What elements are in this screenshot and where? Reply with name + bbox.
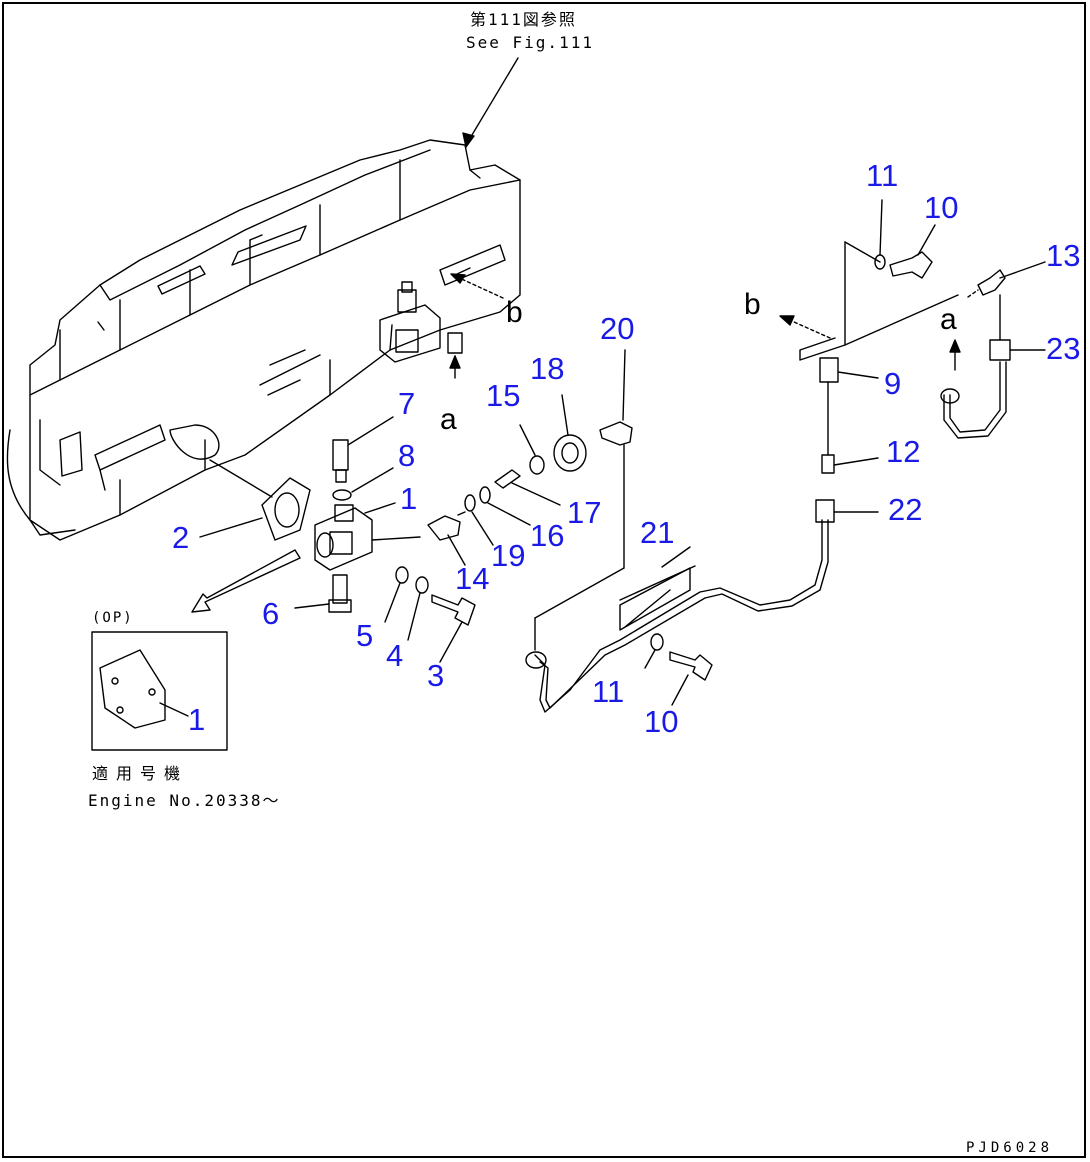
nut-part-18 (554, 395, 586, 471)
nut-part-22 (816, 500, 878, 522)
elbow-part-13 (968, 262, 1045, 297)
view-label-b-right: b (744, 288, 761, 321)
callout-6: 6 (262, 596, 280, 631)
bracket-part-9 (800, 242, 958, 455)
bolt-part-3 (432, 595, 475, 662)
washer-part-5 (385, 567, 408, 622)
elbow-part-20 (600, 350, 632, 568)
callout-18: 18 (530, 351, 565, 386)
view-label-a-main: a (440, 403, 457, 436)
plug-part-14 (428, 512, 465, 565)
washer-part-11-lower (645, 634, 663, 668)
tube-part-21 (526, 520, 828, 712)
ring-part-16 (480, 487, 530, 525)
inset-tag: (OP) (92, 610, 134, 626)
callout-10-lower: 10 (644, 704, 679, 739)
hose-line (941, 362, 1006, 438)
sensor-part-7 (333, 417, 393, 482)
fig-reference-en: See Fig.111 (466, 33, 594, 52)
view-label-b-main: b (506, 296, 523, 329)
callout-20: 20 (600, 311, 635, 346)
washer-part-15 (520, 425, 544, 474)
applicability-en: Engine No.20338〜 (88, 791, 281, 810)
callout-7: 7 (398, 386, 416, 421)
gasket-part-2 (200, 460, 310, 540)
callout-5: 5 (356, 618, 374, 653)
arrow-a-right (950, 340, 960, 370)
o-ring-part-19 (465, 495, 493, 545)
callout-11-lower: 11 (592, 674, 625, 709)
applicability-jp: 適用号機 (92, 764, 189, 783)
callout-22: 22 (888, 492, 923, 527)
o-ring-part-8 (333, 468, 393, 500)
callout-9: 9 (884, 366, 902, 401)
drawing-code: PJD6028 (966, 1140, 1054, 1156)
callout-21: 21 (640, 515, 675, 550)
valve-body-part-1 (315, 503, 420, 570)
arrow-b-right (780, 316, 830, 338)
fitting-part-12 (822, 455, 878, 473)
washer-part-11-upper (875, 200, 885, 269)
callout-12: 12 (886, 434, 921, 469)
hose-nut-part-23 (990, 295, 1045, 360)
callout-10-upper: 10 (924, 190, 959, 225)
arrow-b-block (451, 274, 503, 298)
callout-17: 17 (567, 495, 602, 530)
sleeve-part-17 (495, 470, 560, 505)
callout-2: 2 (172, 520, 190, 555)
engine-block (7, 140, 520, 540)
view-label-a-right: a (940, 303, 957, 336)
callout-1: 1 (400, 481, 418, 516)
bolt-part-6 (295, 575, 351, 612)
bolt-part-10-lower (670, 652, 712, 705)
inset-arrow (192, 550, 300, 612)
mounted-valve-assy (380, 282, 462, 378)
callout-23: 23 (1046, 331, 1081, 366)
callout-3: 3 (427, 658, 445, 693)
callout-15: 15 (486, 378, 521, 413)
callout-4: 4 (386, 638, 404, 673)
bolt-part-10-upper (890, 225, 935, 278)
washer-part-4 (408, 577, 428, 640)
inset-callout-1: 1 (188, 702, 206, 737)
callout-16: 16 (530, 518, 565, 553)
callout-19: 19 (491, 538, 526, 573)
inset-box (92, 632, 227, 750)
fig-reference-jp: 第111図参照 (470, 10, 577, 29)
callout-13: 13 (1046, 238, 1081, 273)
callout-8: 8 (398, 438, 416, 473)
fig-reference-leader (463, 58, 518, 147)
callout-14: 14 (455, 561, 490, 596)
callout-11-upper: 11 (866, 158, 899, 193)
